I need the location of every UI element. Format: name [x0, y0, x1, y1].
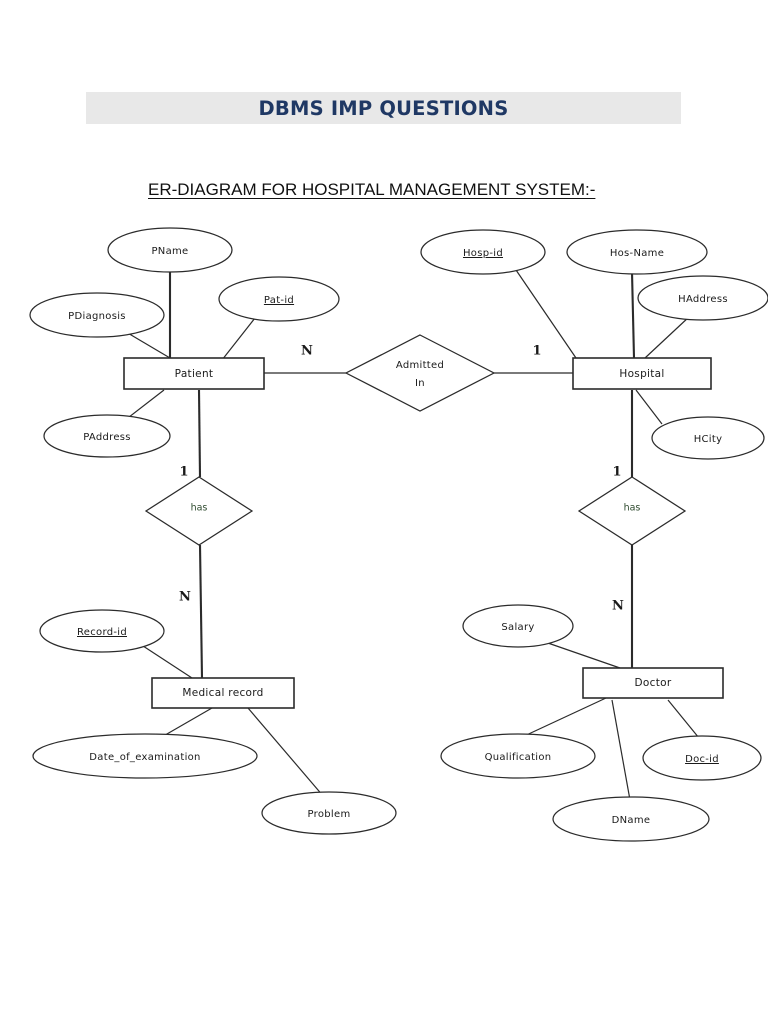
- attribute-pdiagnosis-label: PDiagnosis: [68, 311, 126, 322]
- edge-medicalrecord-recordid: [139, 643, 193, 679]
- attribute-qualification-label: Qualification: [485, 752, 552, 763]
- attribute-dname: [552, 796, 710, 842]
- attribute-haddress: [637, 275, 768, 321]
- attribute-dname-label: DName: [612, 815, 651, 826]
- relationship-admitted-in-label-line2: In: [415, 378, 425, 389]
- entity-patient: [123, 357, 265, 390]
- relationship-hospital-has-label: has: [624, 503, 641, 514]
- attribute-paddress: [43, 414, 171, 458]
- relationship-admitted-in-label-line1: Admitted: [396, 360, 444, 371]
- cardinality-has-medicalrecord: N: [179, 590, 191, 605]
- attribute-record-id-label: Record-id: [77, 627, 127, 638]
- cardinality-patient-admittedin: N: [301, 344, 313, 359]
- relationship-patient-has-label: has: [191, 503, 208, 514]
- entity-doctor-label: Doctor: [635, 677, 672, 689]
- edge-hospital-haddress: [644, 315, 691, 359]
- attribute-qualification: [440, 733, 596, 779]
- page-title: DBMS IMP QUESTIONS: [258, 97, 509, 120]
- attribute-date-of-examination: [32, 733, 258, 779]
- edge-hospital-hcity: [635, 389, 663, 425]
- attribute-hcity: [651, 416, 765, 460]
- entity-doctor: [582, 667, 724, 699]
- attribute-pat-id: [218, 276, 340, 322]
- attribute-pname-label: PName: [151, 246, 188, 257]
- attribute-haddress-label: HAddress: [678, 294, 728, 305]
- cardinality-admittedin-hospital: 1: [532, 344, 541, 359]
- attribute-record-id: [39, 609, 165, 653]
- attribute-pdiagnosis: [29, 292, 165, 338]
- relationship-hospital-has: [577, 476, 687, 546]
- cardinality-patient-has: 1: [179, 465, 188, 480]
- attribute-salary-label: Salary: [501, 622, 534, 633]
- edge-doctor-qualification: [519, 697, 607, 739]
- relationship-patient-has: [144, 476, 254, 546]
- attribute-paddress-label: PAddress: [83, 432, 131, 443]
- edge-patient-patid: [221, 317, 256, 361]
- edge-doctor-docid: [667, 699, 700, 739]
- entity-medical-record-label: Medical record: [182, 687, 263, 699]
- cardinality-hospital-has: 1: [612, 465, 621, 480]
- edge-medicalrecord-dateofexamination: [159, 707, 213, 739]
- attribute-problem-label: Problem: [308, 809, 351, 820]
- attribute-salary: [462, 604, 574, 648]
- edge-patient-pdiagnosis: [125, 331, 171, 359]
- attribute-problem: [261, 791, 397, 835]
- entity-hospital-label: Hospital: [619, 368, 664, 380]
- attribute-hcity-label: HCity: [694, 434, 723, 445]
- edge-patient-has: [197, 389, 202, 478]
- attribute-date-of-examination-label: Date_of_examination: [89, 752, 200, 763]
- relationship-admitted-in: [344, 334, 496, 412]
- attribute-doc-id-label: Doc-id: [685, 754, 719, 765]
- edge-hospital-hosname: [630, 271, 636, 359]
- title-band: [86, 92, 681, 124]
- attribute-hosp-id: [420, 229, 546, 275]
- attribute-doc-id: [642, 735, 762, 781]
- attribute-hosp-id-label: Hosp-id: [463, 248, 503, 259]
- attribute-hos-name: [566, 229, 708, 275]
- edge-hospital-hospid: [515, 269, 577, 359]
- entity-patient-label: Patient: [175, 368, 214, 380]
- edge-doctor-dname: [611, 699, 631, 801]
- cardinality-has-doctor: N: [612, 599, 624, 614]
- edge-has-medicalrecord: [198, 544, 204, 679]
- attribute-pat-id-label: Pat-id: [264, 295, 294, 306]
- entity-medical-record: [151, 677, 295, 709]
- edge-doctor-salary: [544, 641, 621, 669]
- edge-medicalrecord-problem: [247, 707, 325, 798]
- diagram-subtitle: ER-DIAGRAM FOR HOSPITAL MANAGEMENT SYSTE…: [148, 180, 596, 199]
- entity-hospital: [572, 357, 712, 390]
- attribute-pname: [107, 227, 233, 273]
- attribute-hos-name-label: Hos-Name: [610, 248, 664, 259]
